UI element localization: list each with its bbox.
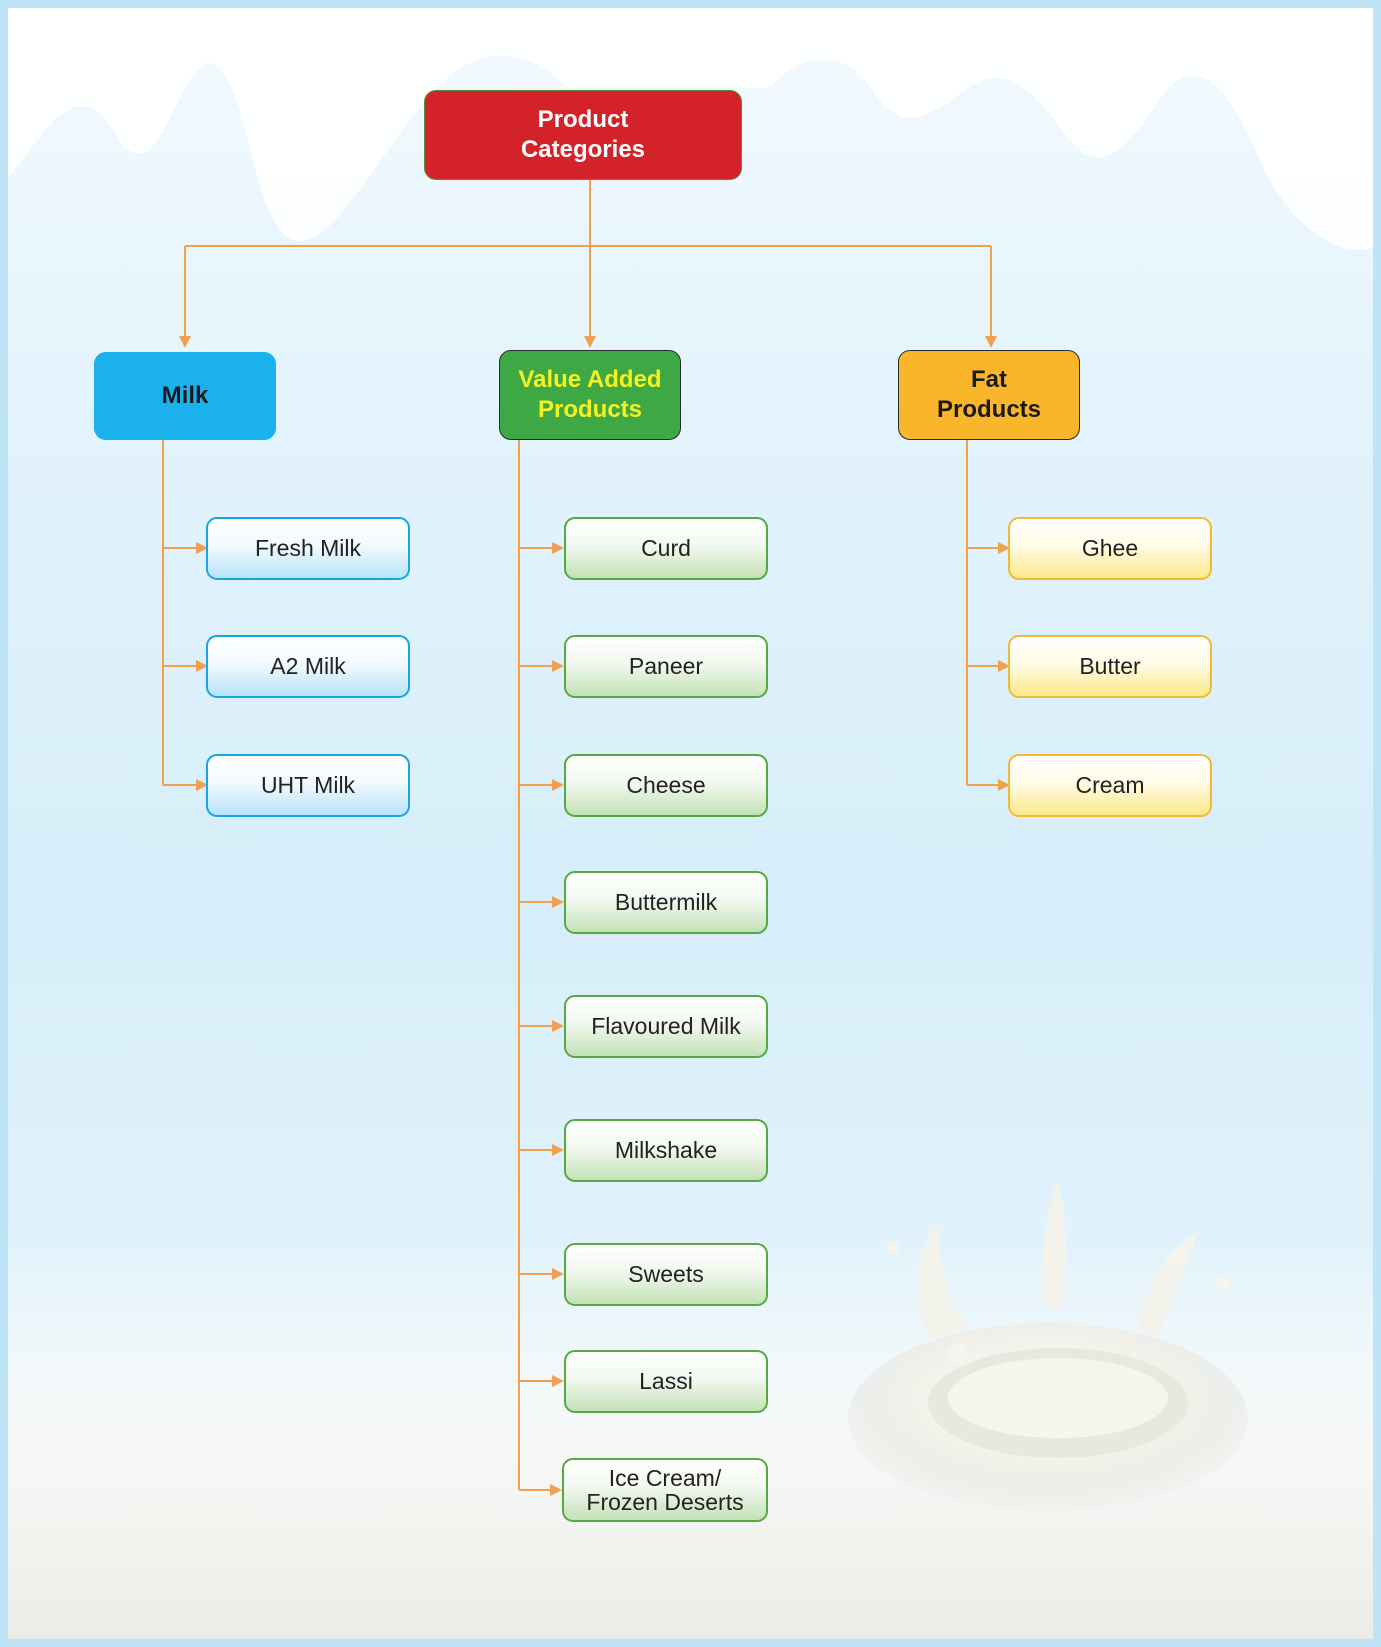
node-buttermilk: Buttermilk — [564, 871, 768, 934]
node-fresh-milk: Fresh Milk — [206, 517, 410, 580]
node-sweets: Sweets — [564, 1243, 768, 1306]
node-fat-products: Fat Products — [898, 350, 1080, 440]
node-value-added-products: Value Added Products — [499, 350, 681, 440]
node-product-categories: Product Categories — [424, 90, 742, 180]
node-label: Butter — [1079, 653, 1141, 680]
node-curd: Curd — [564, 517, 768, 580]
node-label: Lassi — [639, 1368, 693, 1395]
milk-splash-illustration — [848, 1178, 1248, 1513]
node-cheese: Cheese — [564, 754, 768, 817]
node-flavoured-milk: Flavoured Milk — [564, 995, 768, 1058]
node-label: Milk — [161, 382, 209, 409]
node-label: Value Added Products — [518, 366, 662, 423]
node-label: Ghee — [1081, 535, 1139, 562]
node-label: Fresh Milk — [254, 535, 362, 562]
node-label: Curd — [641, 535, 691, 562]
node-label: Ice Cream/ Frozen Deserts — [586, 1464, 744, 1515]
node-label: A2 Milk — [270, 653, 346, 680]
node-label: Cheese — [626, 772, 706, 799]
node-label: Fat Products — [936, 366, 1041, 423]
node-cream: Cream — [1008, 754, 1212, 817]
node-butter: Butter — [1008, 635, 1212, 698]
node-lassi: Lassi — [564, 1350, 768, 1413]
node-label: Milkshake — [614, 1137, 718, 1164]
node-a2-milk: A2 Milk — [206, 635, 410, 698]
node-label: UHT Milk — [260, 772, 356, 799]
node-label: Buttermilk — [614, 889, 718, 916]
node-label: Cream — [1075, 772, 1145, 799]
node-label: Product Categories — [520, 106, 646, 163]
node-paneer: Paneer — [564, 635, 768, 698]
node-milkshake: Milkshake — [564, 1119, 768, 1182]
node-ice-cream-frozen-deserts: Ice Cream/ Frozen Deserts — [562, 1458, 768, 1522]
node-uht-milk: UHT Milk — [206, 754, 410, 817]
node-label: Paneer — [628, 653, 704, 680]
node-milk: Milk — [94, 352, 276, 440]
milk-wave-top — [8, 8, 1373, 250]
node-ghee: Ghee — [1008, 517, 1212, 580]
node-label: Sweets — [628, 1261, 704, 1288]
node-label: Flavoured Milk — [591, 1013, 741, 1040]
